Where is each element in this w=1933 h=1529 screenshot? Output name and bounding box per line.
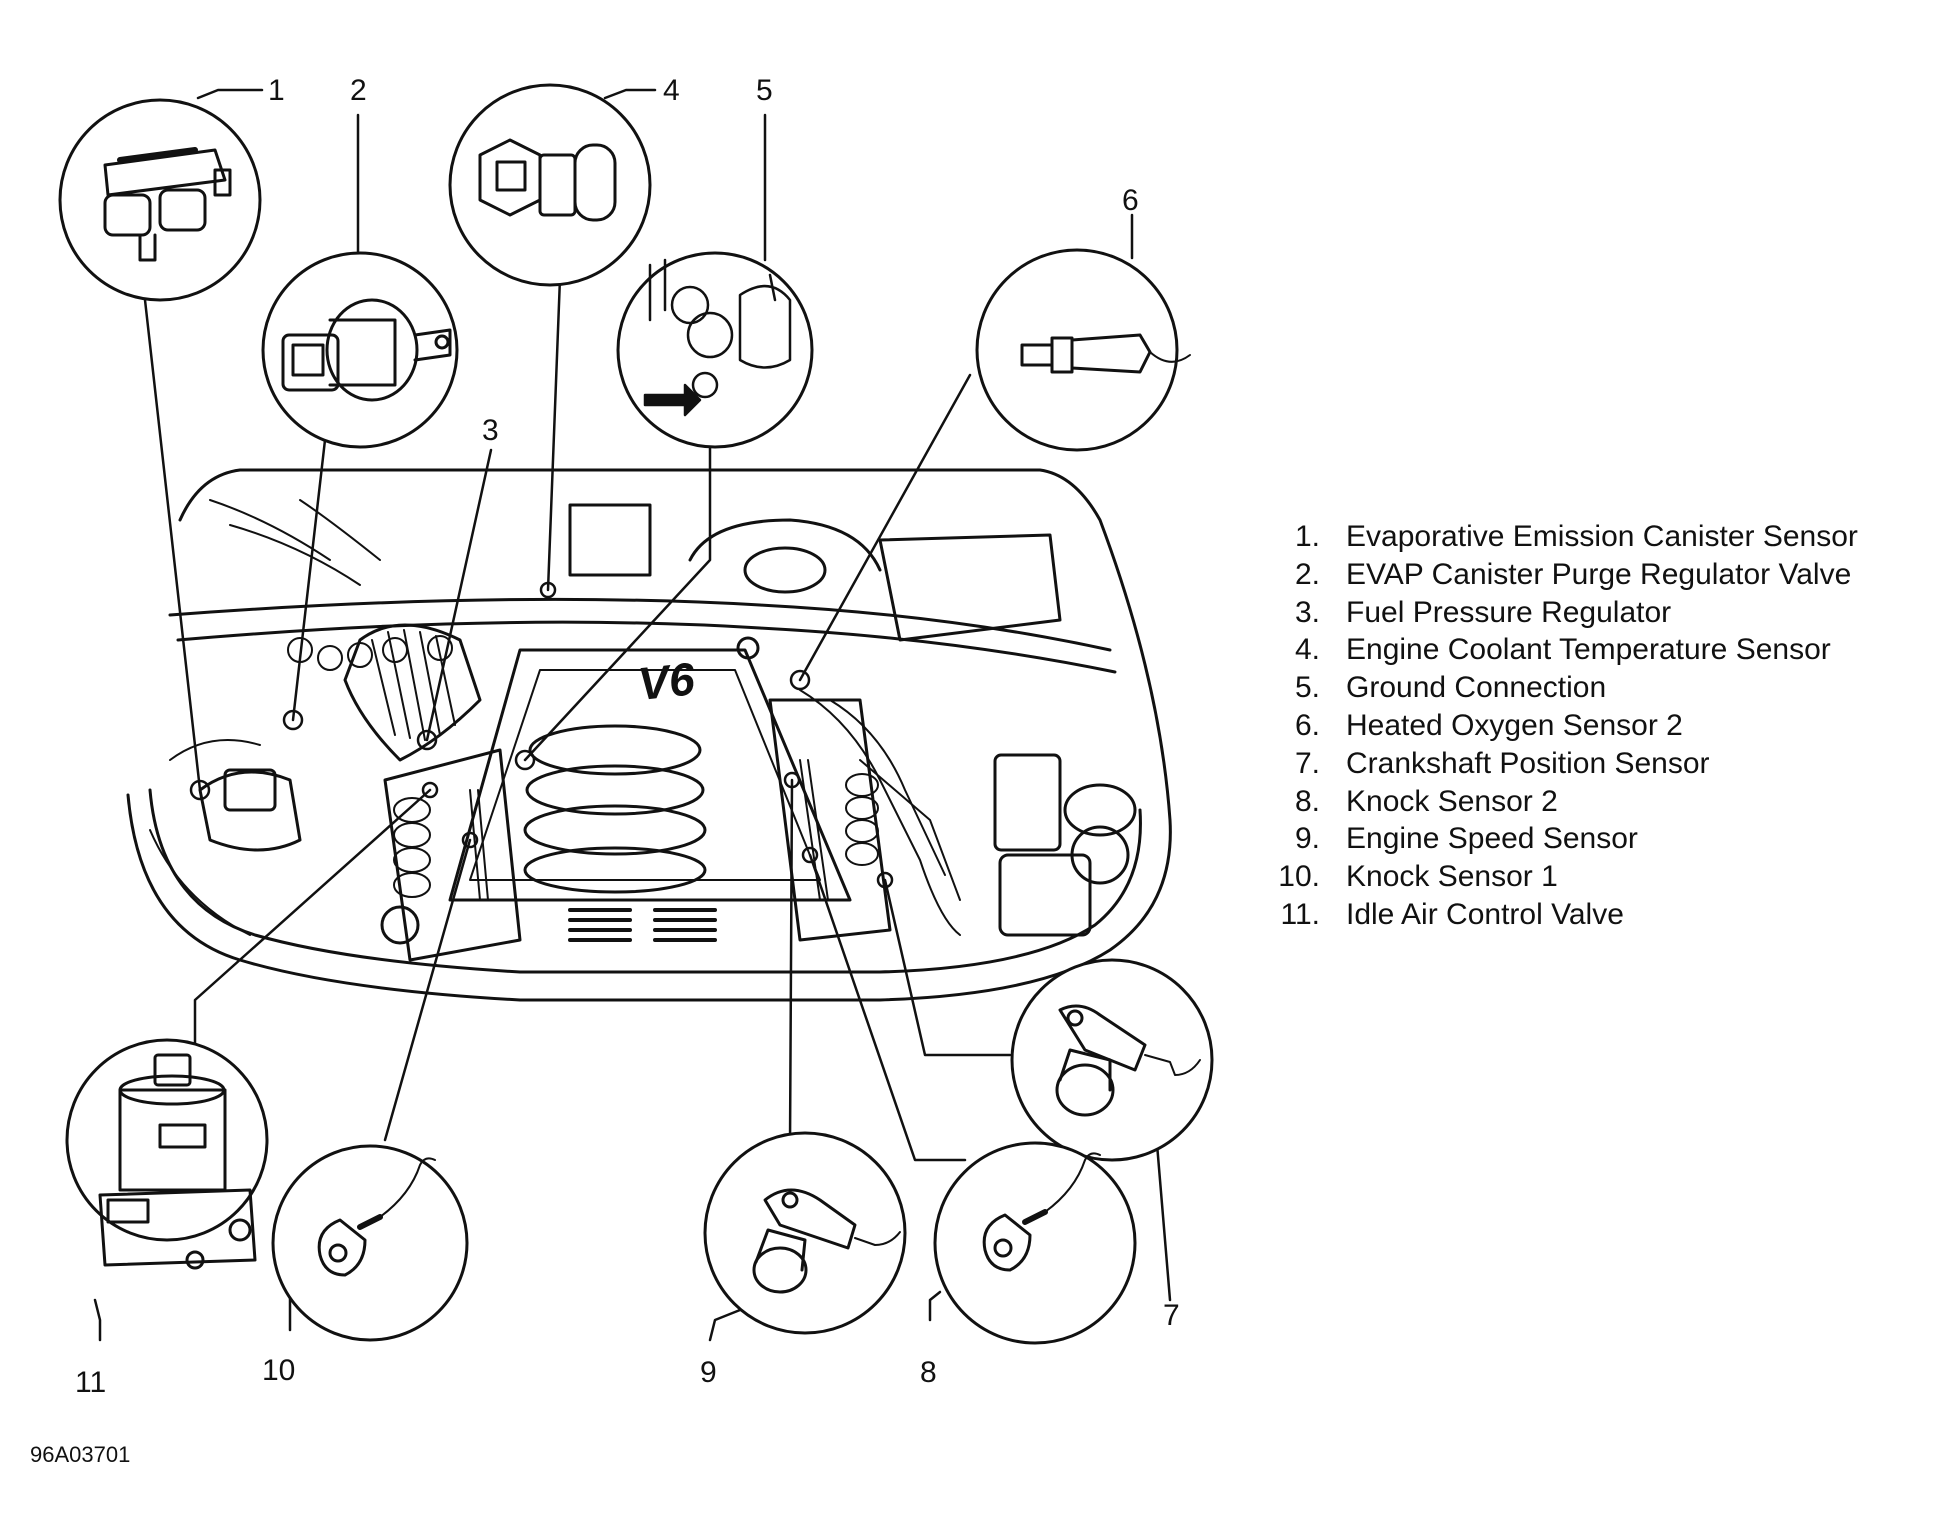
legend-number: 10. xyxy=(1278,860,1320,894)
detail-callout-6 xyxy=(975,248,1191,452)
legend-item: 8. Knock Sensor 2 xyxy=(1262,783,1858,821)
crankshaft-sensor-icon xyxy=(1055,1004,1201,1117)
legend-number: 6. xyxy=(1294,708,1320,742)
detail-callout-5 xyxy=(616,251,814,449)
callout-number-3: 3 xyxy=(482,414,499,447)
purge-valve-icon xyxy=(281,298,452,402)
ground-connection-icon xyxy=(643,258,792,417)
legend-number: 8. xyxy=(1294,784,1320,818)
legend-label: Fuel Pressure Regulator xyxy=(1346,595,1672,629)
legend-number: 1. xyxy=(1294,520,1320,553)
callout-number-1: 1 xyxy=(268,74,285,107)
detail-callout-2 xyxy=(261,251,459,449)
knock-sensor-icon xyxy=(317,1157,436,1277)
legend-label: Evaporative Emission Canister Sensor xyxy=(1346,520,1858,553)
legend-number: 5. xyxy=(1294,671,1320,705)
oxygen-sensor-icon xyxy=(1020,333,1191,374)
idle-air-valve-icon xyxy=(98,1053,257,1270)
engine-bay-outline xyxy=(126,468,1172,1002)
speed-sensor-icon xyxy=(752,1188,901,1294)
legend-number: 3. xyxy=(1294,595,1320,629)
callout-numbers: 1 2 3 4 5 6 7 8 9 10 11 xyxy=(75,74,1180,1399)
callout-number-4: 4 xyxy=(663,74,680,107)
legend-number: 7. xyxy=(1294,746,1320,780)
legend-label: Knock Sensor 1 xyxy=(1346,860,1558,894)
legend-label: Idle Air Control Valve xyxy=(1346,897,1624,931)
callout-number-5: 5 xyxy=(756,74,773,107)
detail-callout-10 xyxy=(271,1144,469,1342)
legend-item: 6. Heated Oxygen Sensor 2 xyxy=(1262,707,1858,745)
leader-lines xyxy=(93,88,1172,1342)
legend-label: Crankshaft Position Sensor xyxy=(1346,746,1710,780)
legend-item: 4. Engine Coolant Temperature Sensor xyxy=(1262,631,1858,669)
legend-item: 7. Crankshaft Position Sensor xyxy=(1262,745,1858,783)
detail-callout-9 xyxy=(703,1131,907,1335)
callout-number-9: 9 xyxy=(700,1356,717,1389)
legend-item: 5. Ground Connection xyxy=(1262,669,1858,707)
detail-callout-8 xyxy=(933,1141,1137,1345)
legend-item: 3. Fuel Pressure Regulator xyxy=(1262,594,1858,632)
legend-item: 10. Knock Sensor 1 xyxy=(1262,858,1858,896)
coolant-temp-sensor-icon xyxy=(478,138,617,222)
knock-sensor-icon xyxy=(982,1152,1101,1272)
detail-callout-7 xyxy=(1010,958,1214,1162)
engine-badge: V6 xyxy=(636,652,698,710)
callout-number-10: 10 xyxy=(262,1354,295,1387)
engine-accessories xyxy=(149,503,1137,937)
connection-markers xyxy=(189,581,894,889)
engine-block: V6 xyxy=(380,636,892,962)
component-legend: 1. Evaporative Emission Canister Sensor 2… xyxy=(1262,518,1858,934)
detail-callout-1 xyxy=(58,98,262,302)
figure-id: 96A03701 xyxy=(30,1442,131,1467)
legend-label: Ground Connection xyxy=(1346,671,1607,705)
callout-number-8: 8 xyxy=(920,1356,937,1389)
callout-number-6: 6 xyxy=(1122,184,1139,217)
legend-label: Heated Oxygen Sensor 2 xyxy=(1346,708,1683,742)
legend-label: Engine Speed Sensor xyxy=(1346,822,1638,856)
legend-number: 2. xyxy=(1294,557,1320,591)
callout-number-2: 2 xyxy=(350,74,367,107)
legend-number: 11. xyxy=(1280,897,1320,931)
evap-canister-sensor-icon xyxy=(103,147,232,262)
legend-label: EVAP Canister Purge Regulator Valve xyxy=(1346,557,1852,591)
legend-number: 9. xyxy=(1294,822,1320,856)
legend-item: 11. Idle Air Control Valve xyxy=(1262,896,1858,934)
callout-number-11: 11 xyxy=(75,1366,106,1399)
detail-callout-4 xyxy=(448,83,652,287)
detail-callout-11 xyxy=(65,1038,269,1270)
legend-label: Engine Coolant Temperature Sensor xyxy=(1346,633,1831,667)
callout-number-7: 7 xyxy=(1163,1299,1180,1332)
legend-label: Knock Sensor 2 xyxy=(1346,784,1558,818)
legend-item: 1. Evaporative Emission Canister Sensor xyxy=(1262,518,1858,556)
legend-item: 9. Engine Speed Sensor xyxy=(1262,820,1858,858)
legend-item: 2. EVAP Canister Purge Regulator Valve xyxy=(1262,556,1858,594)
legend-number: 4. xyxy=(1294,633,1320,667)
